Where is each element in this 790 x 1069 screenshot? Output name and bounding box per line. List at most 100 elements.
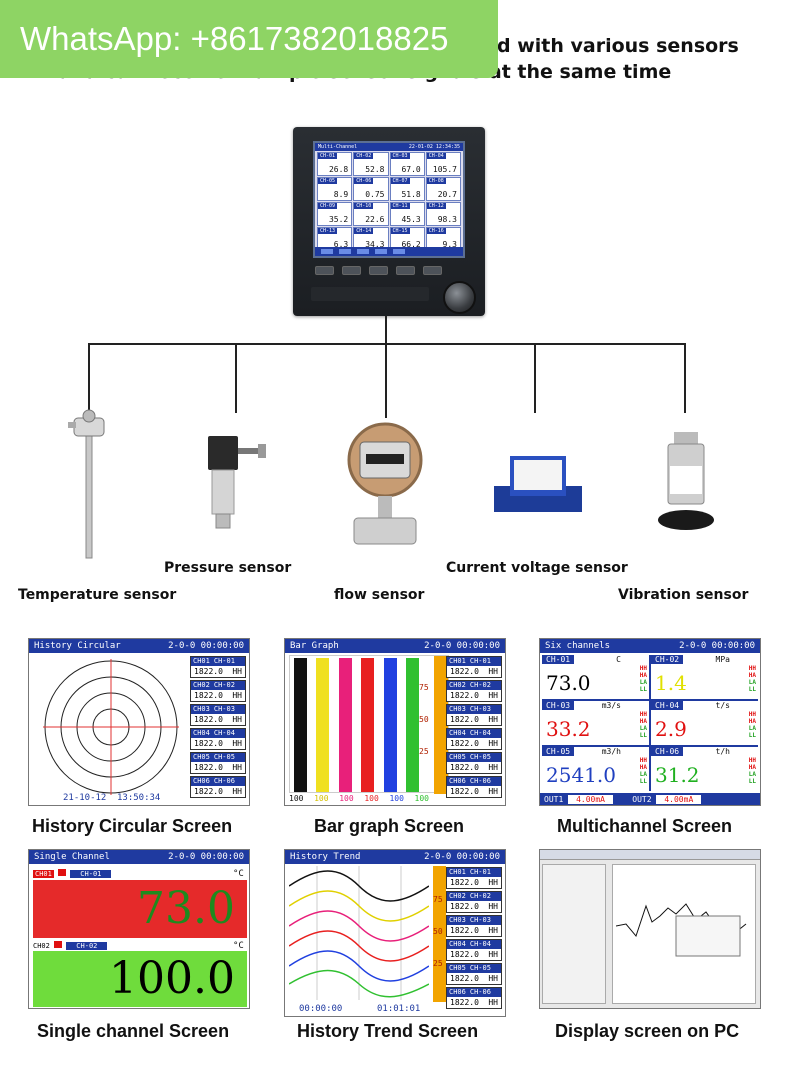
- circular-chart: [43, 659, 179, 795]
- label-vibration-sensor: Vibration sensor: [618, 587, 749, 603]
- circular-time: 13:50:34: [117, 793, 161, 803]
- whatsapp-banner: WhatsApp: +8617382018825: [0, 0, 498, 78]
- connector-trunk: [385, 316, 387, 344]
- bar-tick-75: 75: [419, 683, 429, 692]
- bar-tick-50: 50: [419, 715, 429, 724]
- bar-tick-25: 25: [419, 747, 429, 756]
- multi-title: Six channels: [545, 641, 611, 651]
- headline-line1: d with various sensors: [497, 35, 739, 57]
- single-clock: 2-0-0 00:00:00: [168, 852, 244, 862]
- multi-output-bar: OUT1 4.00mA OUT2 4.00mA: [540, 793, 760, 805]
- trend-tick-75: 75: [433, 895, 443, 904]
- label-temperature-sensor: Temperature sensor: [18, 587, 177, 603]
- bar-area: [289, 655, 449, 794]
- device-knob: [443, 281, 476, 314]
- caption-history-trend: History Trend Screen: [297, 1021, 479, 1041]
- single-value-2: 100.0: [33, 951, 247, 1007]
- device-title: Multi-Channel: [318, 144, 358, 150]
- trend-title: History Trend: [290, 852, 361, 862]
- single-title: Single Channel: [34, 852, 110, 862]
- multi-clock: 2-0-0 00:00:00: [679, 641, 755, 651]
- single-unit-2: °C: [233, 941, 244, 951]
- caption-bar-graph: Bar graph Screen: [314, 816, 465, 836]
- circular-title: History Circular: [34, 641, 121, 651]
- pc-trend-chart: [616, 903, 747, 957]
- connector-drop-2: [235, 343, 237, 413]
- trend-tick-50: 50: [433, 927, 443, 936]
- pressure-sensor-image: [208, 436, 266, 529]
- label-current-voltage-sensor: Current voltage sensor: [446, 560, 628, 576]
- connector-bus: [88, 343, 686, 345]
- bar-clock: 2-0-0 00:00:00: [424, 641, 500, 651]
- circular-clock: 2-0-0 00:00:00: [168, 641, 244, 651]
- vibration-sensor-image: [658, 432, 714, 530]
- label-flow-sensor: flow sensor: [334, 587, 425, 603]
- caption-single-channel: Single channel Screen: [37, 1021, 230, 1041]
- caption-pc-display: Display screen on PC: [555, 1021, 740, 1041]
- single-value-1: 73.0: [33, 880, 247, 938]
- trend-tick-25: 25: [433, 959, 443, 968]
- trend-time-end: 01:01:01: [377, 1004, 421, 1014]
- caption-history-circular: History Circular Screen: [32, 816, 233, 836]
- connector-drop-3: [385, 343, 387, 418]
- label-pressure-sensor: Pressure sensor: [164, 560, 292, 576]
- connector-drop-5: [684, 343, 686, 413]
- current-voltage-sensor-image: [494, 456, 582, 512]
- trend-chart: [289, 866, 429, 1000]
- flow-sensor-image: [347, 422, 423, 545]
- connector-drop-1: [88, 343, 90, 418]
- single-ch1-label: CH01 CH-01: [33, 869, 112, 878]
- device-keypad: [315, 266, 442, 275]
- circular-date: 21-10-12: [63, 793, 107, 803]
- caption-multichannel: Multichannel Screen: [557, 816, 733, 836]
- device-slot: [311, 287, 429, 301]
- single-unit-1: °C: [233, 869, 244, 879]
- device-datetime: 22-01-02 12:34:35: [408, 144, 460, 150]
